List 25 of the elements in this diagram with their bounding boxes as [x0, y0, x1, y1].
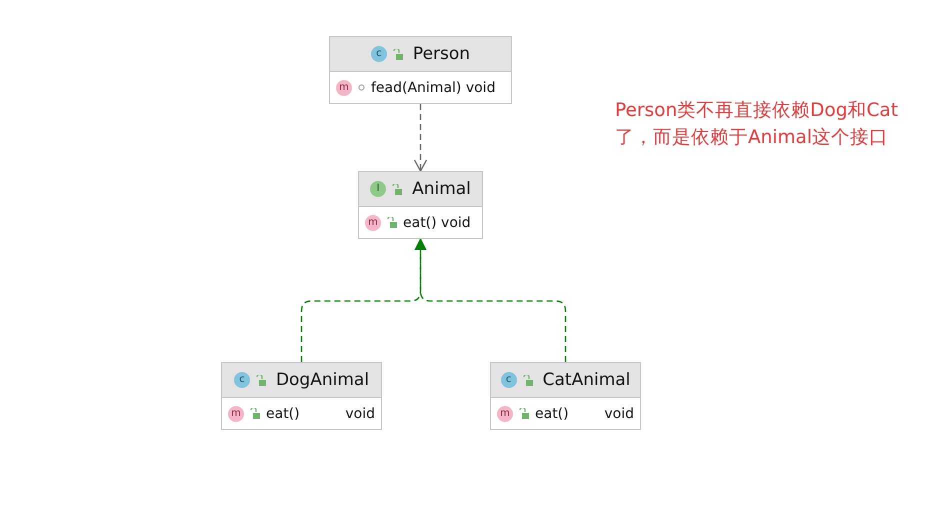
class-name: CatAnimal: [542, 370, 630, 390]
method-signature: fead(Animal) void: [371, 80, 496, 96]
method-signature: eat(): [535, 406, 569, 422]
realization-arrow: [414, 238, 566, 362]
method-signature: eat() void: [403, 214, 471, 230]
class-box: [221, 362, 382, 430]
return-type: void: [345, 406, 375, 422]
class-name: Person: [412, 44, 470, 64]
method-badge: m: [497, 406, 513, 422]
class-box: [329, 36, 512, 104]
class-badge: I: [370, 181, 386, 197]
class-box: [490, 362, 641, 430]
method-badge: m: [228, 406, 244, 422]
class-badge: c: [370, 46, 387, 62]
annotation-note: Person类不再直接依赖Dog和Cat了，而是依赖于Animal这个接口: [615, 99, 899, 150]
method-badge: m: [365, 214, 381, 230]
class-name: Animal: [412, 179, 471, 199]
class-badge: c: [234, 372, 250, 388]
class-box: [358, 171, 483, 239]
class-name: DogAnimal: [276, 370, 370, 390]
method-badge: m: [336, 80, 352, 96]
return-type: void: [604, 406, 634, 422]
class-badge: c: [500, 372, 517, 388]
method-signature: eat(): [266, 406, 300, 422]
dependency-arrow: [414, 104, 428, 172]
